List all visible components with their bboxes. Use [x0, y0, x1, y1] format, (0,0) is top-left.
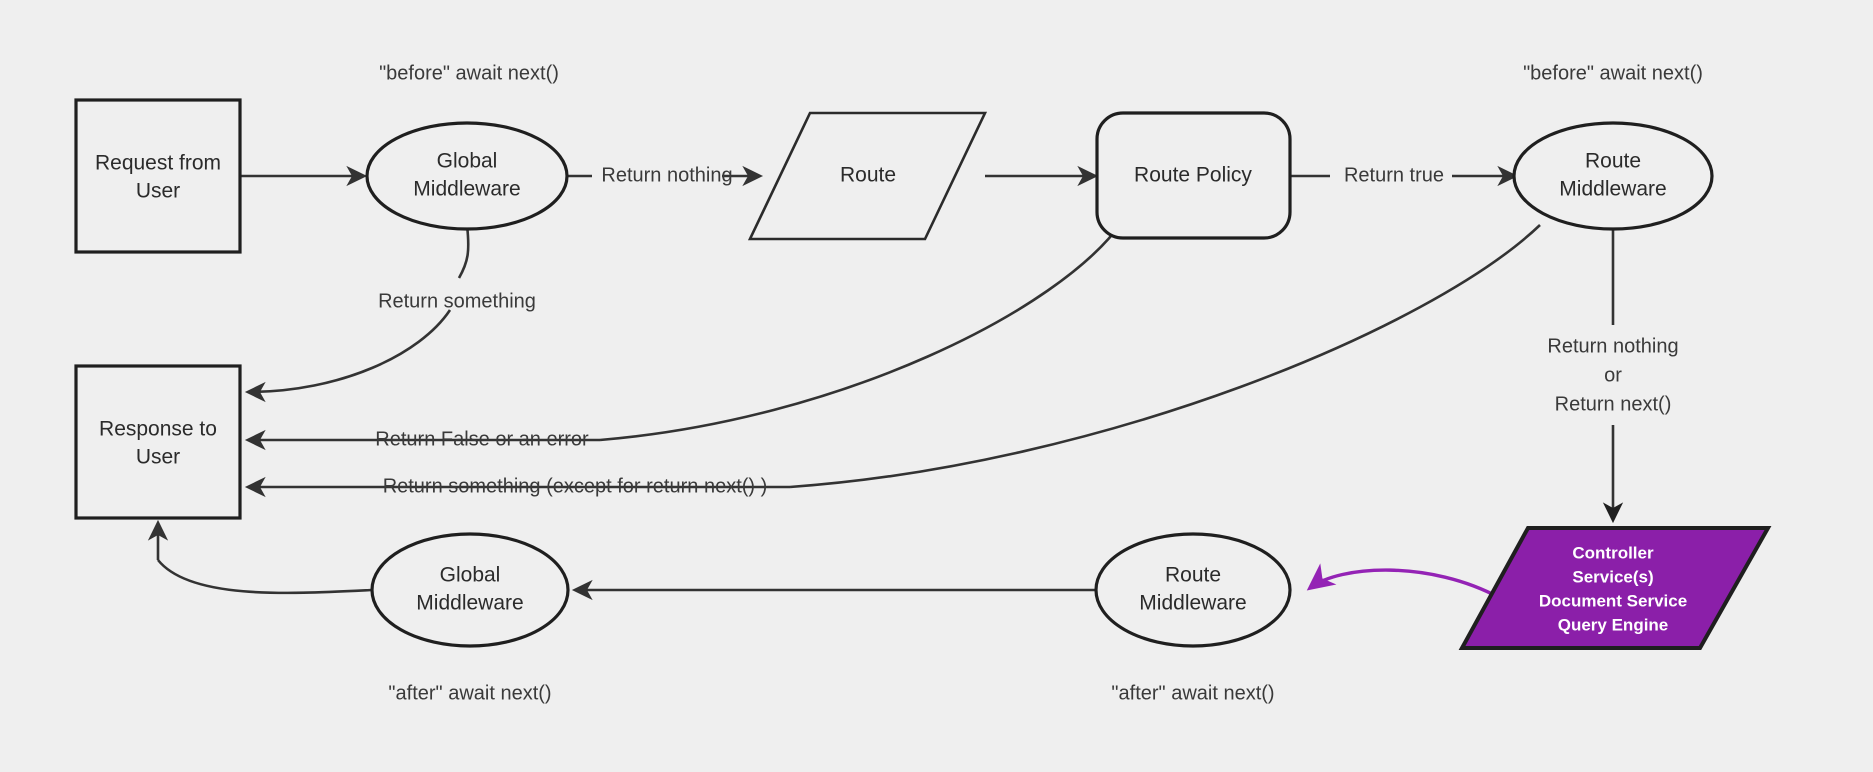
node-route-middleware-top[interactable]	[1512, 121, 1714, 231]
edge-label-return-nothing-or-next-line1: Return nothing	[1547, 335, 1678, 357]
edge-label-return-nothing-or-next-line2: or	[1604, 364, 1622, 386]
node-request-from-user-line1: Request from	[95, 152, 221, 175]
node-controller-line4: Query Engine	[1558, 615, 1669, 634]
node-route-middleware-top-line1: Route	[1585, 150, 1641, 173]
node-route-middleware-bottom-line1: Route	[1165, 564, 1221, 587]
annotation-after-await-next-route: "after" await next()	[1111, 682, 1274, 704]
node-global-middleware-top-line2: Middleware	[413, 178, 520, 201]
edge-label-return-nothing: Return nothing	[601, 164, 732, 186]
edge-label-return-something: Return something	[378, 290, 536, 312]
edge-label-return-nothing-or-next-line3: Return next()	[1555, 393, 1672, 415]
node-controller-line2: Service(s)	[1572, 567, 1653, 586]
edge-global-middleware-to-response	[244, 309, 452, 403]
node-global-middleware-top-line1: Global	[437, 150, 498, 173]
node-global-middleware-bottom-line2: Middleware	[416, 592, 523, 615]
edge-label-return-false-or-error: Return False or an error	[375, 428, 589, 450]
node-route-policy[interactable]	[1095, 111, 1292, 240]
node-route-middleware-top-line2: Middleware	[1559, 178, 1666, 201]
node-request-from-user[interactable]	[74, 98, 242, 254]
node-global-middleware-top[interactable]	[365, 121, 569, 231]
edge-global-middleware-bottom-curve	[156, 559, 373, 595]
node-controller-line3: Document Service	[1539, 591, 1687, 610]
edge-label-return-something-except-next: Return something (except for return next…	[383, 475, 768, 497]
edge-global-middleware-return-stub	[457, 224, 470, 279]
node-response-to-user[interactable]	[74, 364, 242, 520]
node-route-middleware-bottom[interactable]	[1094, 532, 1292, 648]
edge-controller-to-route-middleware-bottom	[1306, 563, 1501, 600]
node-route-policy-label: Route Policy	[1134, 164, 1252, 187]
node-controller-services[interactable]	[1458, 526, 1772, 650]
node-request-from-user-line2: User	[136, 180, 180, 203]
annotation-before-await-next-global: "before" await next()	[379, 62, 559, 84]
node-response-to-user-line1: Response to	[99, 418, 217, 441]
edge-label-return-true: Return true	[1344, 164, 1444, 186]
node-response-to-user-line2: User	[136, 446, 180, 469]
node-route-label: Route	[840, 164, 896, 187]
annotation-after-await-next-global: "after" await next()	[388, 682, 551, 704]
edge-route-policy-to-response-curve	[599, 221, 1124, 442]
node-route-middleware-bottom-line2: Middleware	[1139, 592, 1246, 615]
annotation-before-await-next-route: "before" await next()	[1523, 62, 1703, 84]
edge-route-middleware-to-response-curve	[789, 224, 1541, 489]
node-route[interactable]	[747, 111, 988, 241]
node-controller-line1: Controller	[1572, 543, 1654, 562]
node-global-middleware-bottom-line1: Global	[440, 564, 501, 587]
node-global-middleware-bottom[interactable]	[370, 532, 570, 648]
